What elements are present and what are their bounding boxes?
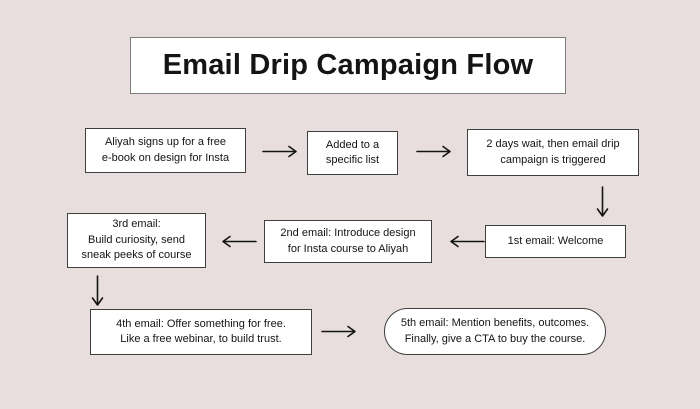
node-added-to-list: Added to a specific list xyxy=(307,131,398,175)
node-signup: Aliyah signs up for a free e-book on des… xyxy=(85,128,246,173)
node-email-3-curiosity: 3rd email: Build curiosity, send sneak p… xyxy=(67,213,206,268)
node-email-4-free-offer: 4th email: Offer something for free. Lik… xyxy=(90,309,312,355)
node-email-2-introduce: 2nd email: Introduce design for Insta co… xyxy=(264,220,432,263)
arrow-right-list-to-trigger-icon xyxy=(415,143,453,160)
arrow-right-email4-to-email5-icon xyxy=(320,323,358,340)
arrow-down-email3-to-email4-icon xyxy=(89,274,106,308)
arrow-down-trigger-to-email1-icon xyxy=(594,185,611,219)
node-campaign-trigger: 2 days wait, then email drip campaign is… xyxy=(467,129,639,176)
arrow-left-email2-to-email3-icon xyxy=(220,233,258,250)
arrow-right-signup-to-list-icon xyxy=(261,143,299,160)
diagram-title: Email Drip Campaign Flow xyxy=(130,37,566,94)
node-email-1-welcome: 1st email: Welcome xyxy=(485,225,626,258)
arrow-left-email1-to-email2-icon xyxy=(448,233,486,250)
node-email-5-cta: 5th email: Mention benefits, outcomes. F… xyxy=(384,308,606,355)
